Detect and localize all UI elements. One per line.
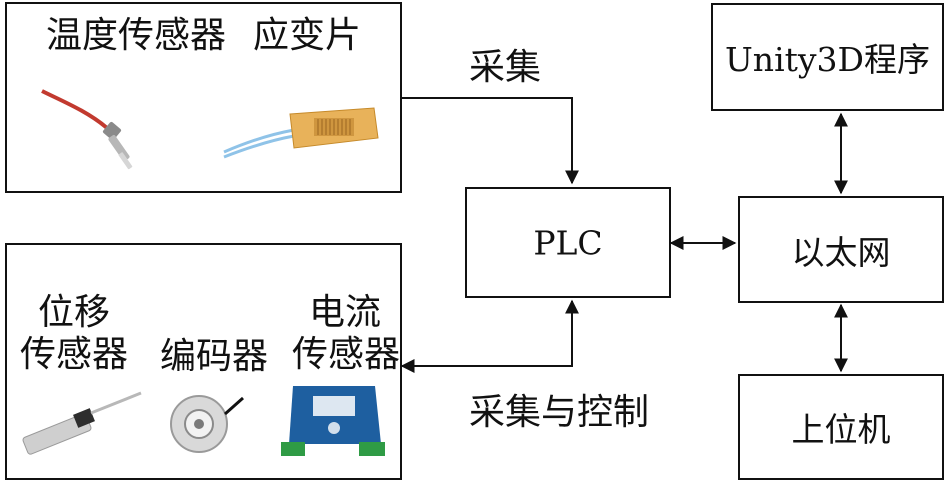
strain-gauge-image: [223, 107, 379, 159]
current-sensor-image: [281, 386, 385, 456]
host-node: 上位机: [738, 374, 944, 480]
plc-label: PLC: [533, 223, 603, 262]
unity-node: Unity3D程序: [711, 3, 944, 111]
collect-arrow: [401, 97, 579, 185]
current-sensor-label-line2: 传感器: [292, 334, 401, 375]
collect-control-arrow: [400, 299, 579, 373]
collect-edge-label: 采集: [469, 47, 542, 88]
top-sensors-box: 温度传感器 应变片: [5, 2, 402, 193]
current-sensor-label-line1: 电流: [309, 292, 382, 333]
temperature-probe-image: [41, 89, 133, 170]
ethernet-node: 以太网: [738, 196, 944, 303]
unity-label: Unity3D程序: [725, 40, 930, 79]
displacement-sensor-image: [22, 391, 142, 455]
encoder-label: 编码器: [160, 336, 269, 377]
collect-control-edge-label: 采集与控制: [469, 392, 650, 433]
displacement-sensor-label-line1: 位移: [38, 292, 111, 333]
plc-node: PLC: [465, 187, 671, 298]
strain-gauge-label: 应变片: [253, 15, 362, 56]
host-label: 上位机: [791, 410, 891, 449]
temperature-sensor-label: 温度传感器: [46, 15, 227, 56]
displacement-sensor-label-line2: 传感器: [20, 334, 129, 375]
bottom-sensors-box: 位移 传感器 编码器 电流 传感器: [5, 243, 402, 480]
ethernet-label: 以太网: [791, 232, 891, 272]
encoder-image: [170, 395, 244, 453]
